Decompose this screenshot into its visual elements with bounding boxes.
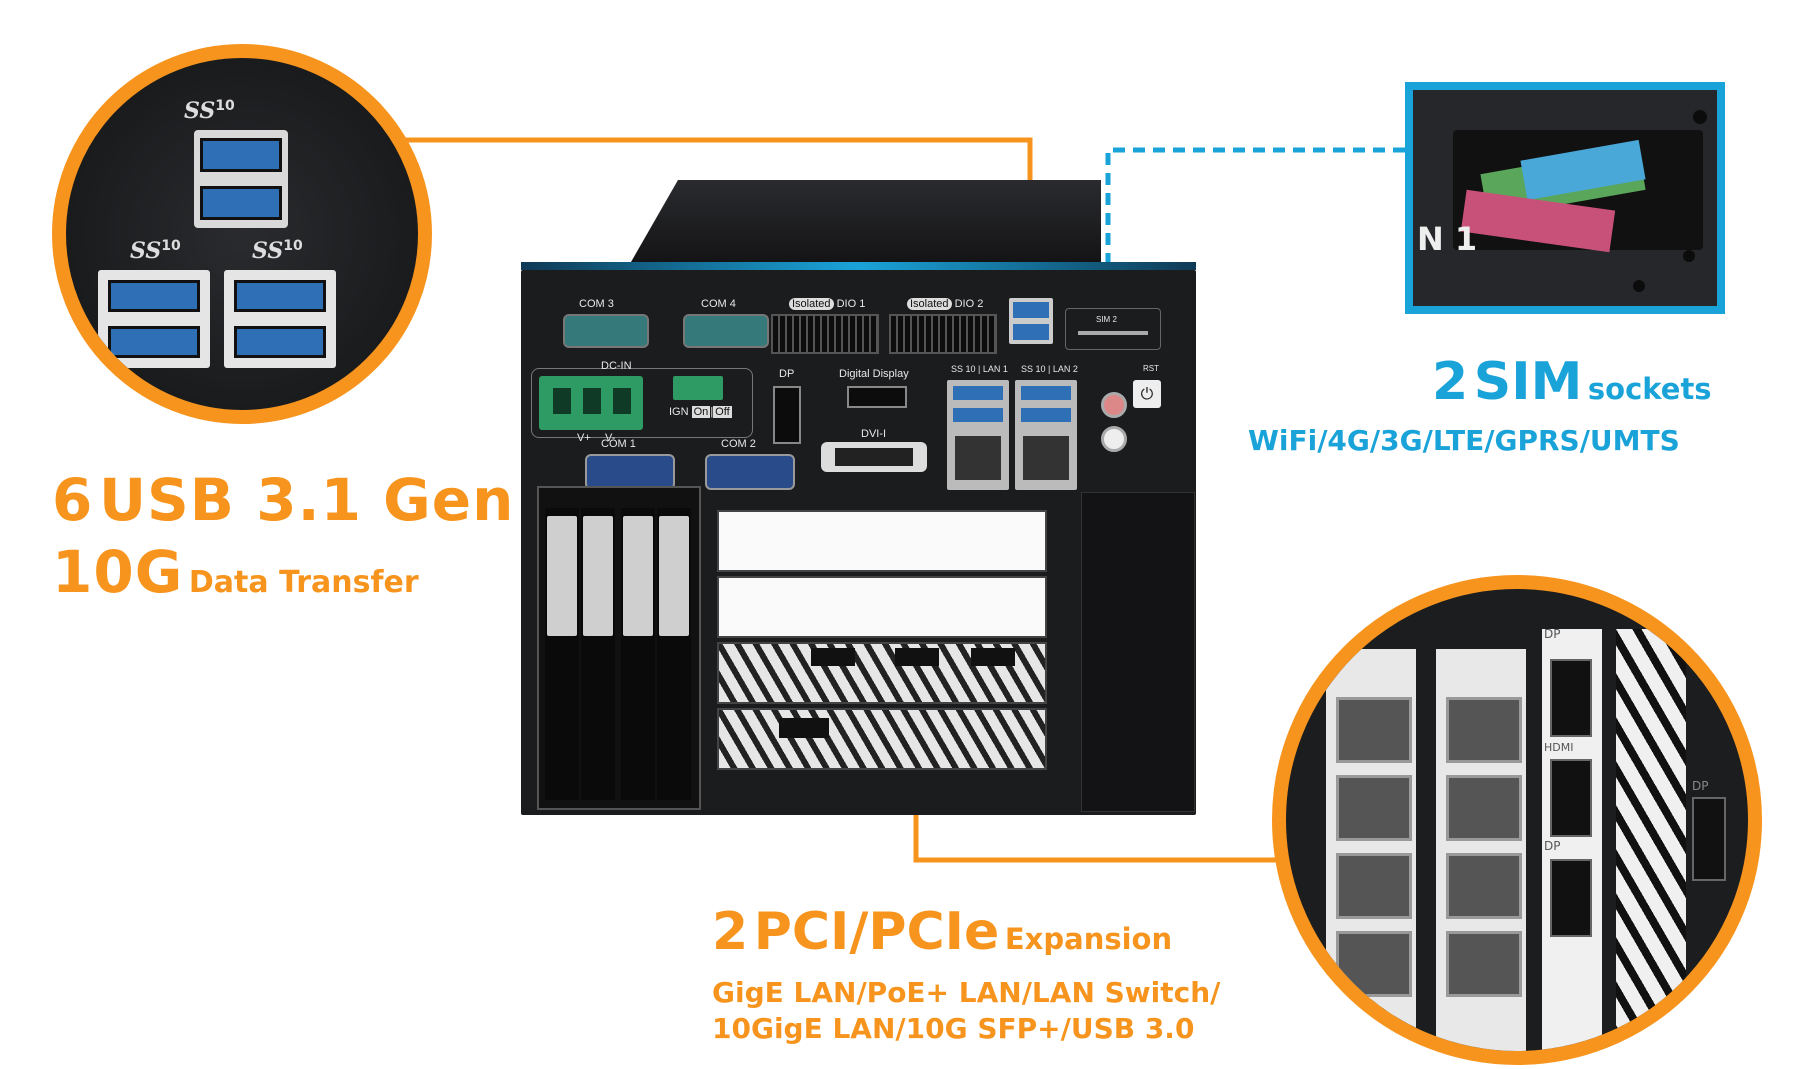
dp-port [773,386,801,444]
com1-label: COM 1 [601,438,636,450]
lan1-usb-stack [947,380,1009,490]
audio-jack [1101,426,1127,452]
pci-callout-line2: 10GigE LAN/10G SFP+/USB 3.0 [712,1012,1195,1045]
drive-bay-2 [581,508,615,800]
com2-port [705,454,795,490]
gpu-bracket-2 [717,708,1047,770]
sim-photo-box: N 1 [1405,82,1725,314]
device-sim-slot: SIM 2 [1065,308,1161,350]
com3-port [563,314,649,348]
dcin-terminal [539,376,643,430]
dcin-panel [531,368,753,438]
embedded-pc-chassis: COM 3 COM 4 Isolated DIO 1 Isolated DIO … [521,180,1196,815]
expansion-slot-1 [717,510,1047,572]
digital-display-port [847,386,907,408]
sim-photo-label: N 1 [1417,220,1478,258]
com2-label: COM 2 [721,438,756,450]
digital-display-label: Digital Display [839,368,909,380]
ign-terminal [673,376,723,400]
usb-port-stack-left [98,270,210,368]
dio1-connector [771,314,879,354]
riser-bracket [1081,492,1195,812]
com1-port [585,454,675,490]
drive-bay-4 [657,508,691,800]
power-button[interactable]: ⏻ [1133,380,1161,408]
dvi-port [821,442,927,472]
lan2-usb-stack [1015,380,1077,490]
drive-bay-3 [621,508,655,800]
mic-jack [1101,392,1127,418]
pci-callout-title: 2 PCI/PCIe Expansion [712,902,1173,962]
usb-callout-title: 6 USB 3.1 Gen 2 [52,466,577,534]
pci-callout-line1: GigE LAN/PoE+ LAN/LAN Switch/ [712,976,1221,1009]
com3-label: COM 3 [579,298,614,310]
sim-callout-subtitle: WiFi/4G/3G/LTE/GPRS/UMTS [1248,424,1680,457]
usb-logo-top: SS10 [184,98,235,124]
com4-label: COM 4 [701,298,736,310]
usb-port-stack-top [194,130,288,228]
pci-zoom-circle: DP HDMI DP DP [1272,575,1762,1065]
dcin-label: DC-IN [601,360,632,372]
usb-zoom-circle: SS10 SS10 SS10 [52,44,432,424]
drive-bay-frame [537,486,701,810]
usb-callout-subtitle: 10G Data Transfer [52,538,419,606]
usb-port-stack-right [224,270,336,368]
dp-label: DP [779,368,795,380]
gpu-bracket-1 [717,642,1047,704]
sim-callout-title: 2 SIM sockets [1432,352,1712,412]
heatsink-top [631,180,1101,262]
com4-port [683,314,769,348]
drive-bay-1 [545,508,579,800]
expansion-slot-2 [717,576,1047,638]
device-usb-stack-top [1009,298,1053,344]
dio2-connector [889,314,997,354]
dvi-label: DVI-I [861,428,887,440]
